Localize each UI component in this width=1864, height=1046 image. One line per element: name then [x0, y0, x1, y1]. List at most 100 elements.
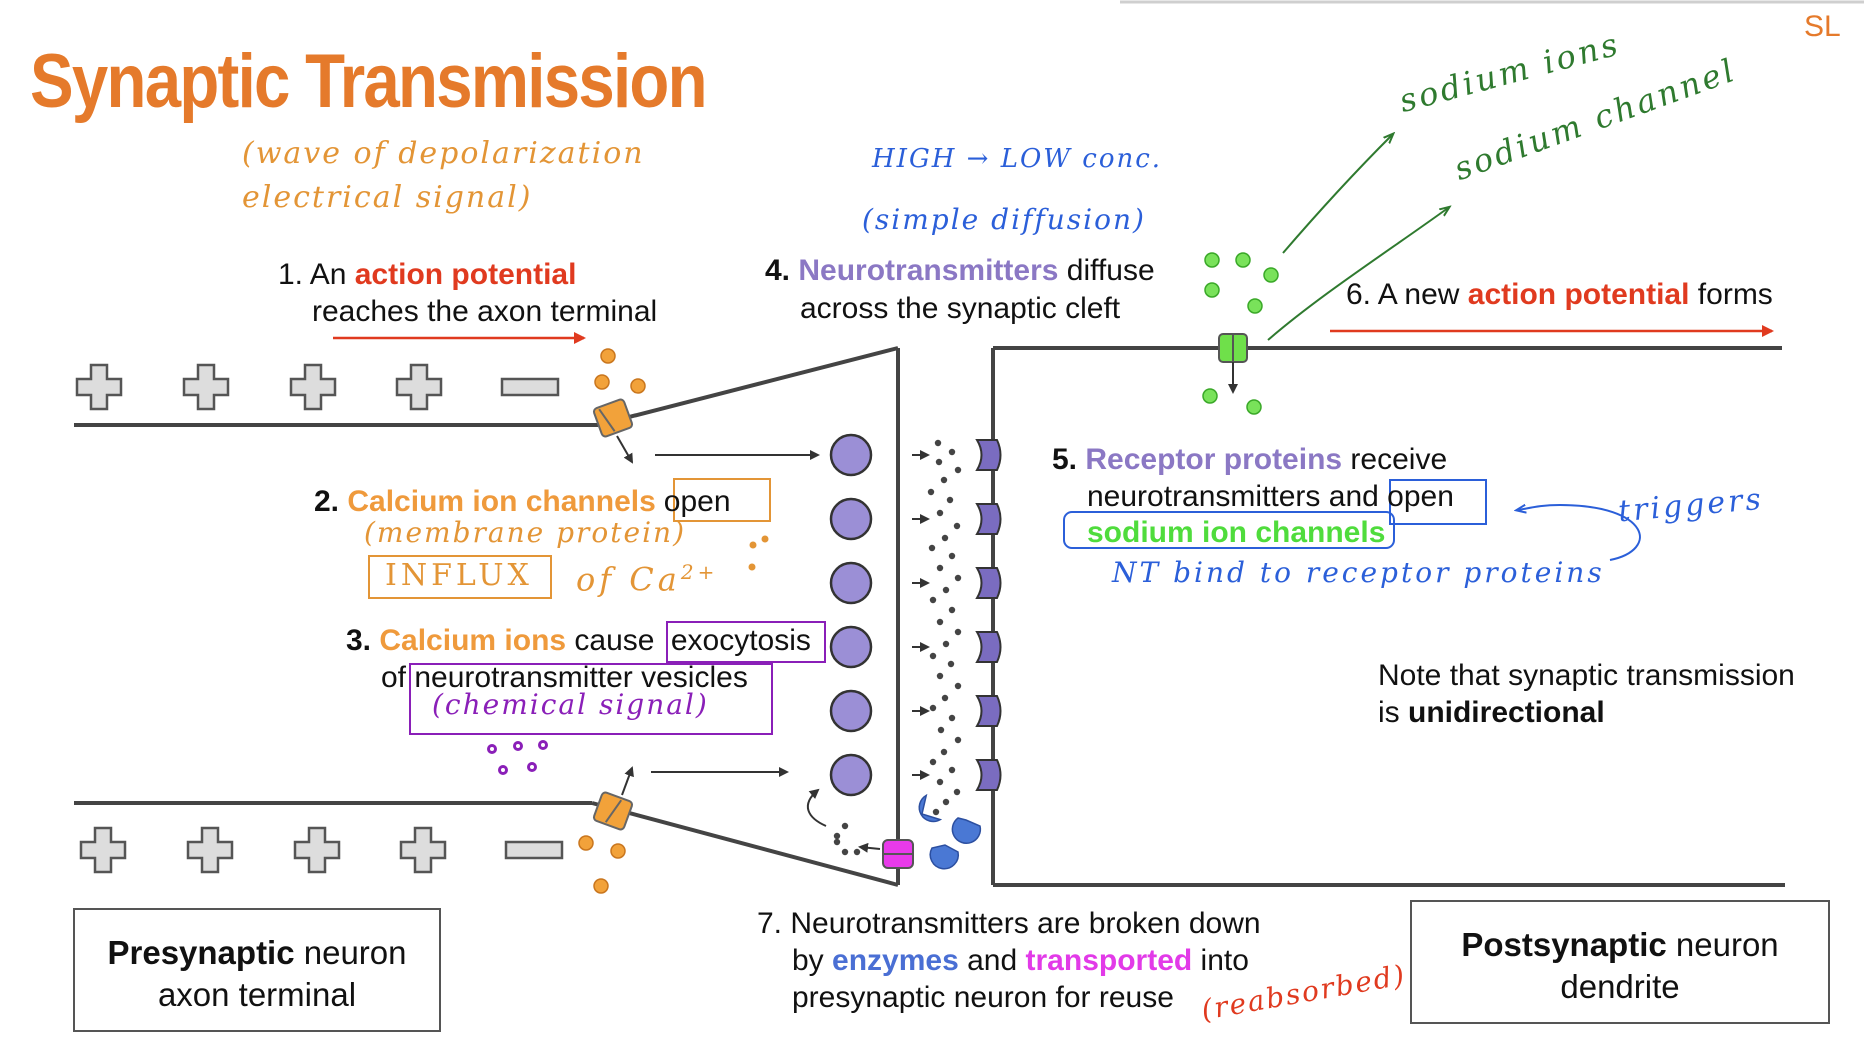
note-ca-charge: 2+: [680, 560, 719, 584]
neurotransmitter-dot: [948, 766, 956, 774]
neurotransmitter-dot: [936, 509, 944, 517]
note-line1: Note that synaptic transmission: [1378, 659, 1795, 692]
step-7-enzymes: enzymes: [832, 944, 959, 977]
step-6-post: forms: [1689, 278, 1773, 311]
plus-charge-top: [75, 363, 123, 411]
chemical-signal-box: [409, 663, 773, 735]
plus-charge-bottom: [186, 826, 234, 874]
minus-charge-bottom: [504, 840, 564, 860]
note-of-ca: of Ca2+: [576, 560, 718, 599]
neurotransmitter-dot: [936, 618, 944, 626]
note-membrane-protein: (membrane protein): [364, 516, 687, 549]
neurotransmitter-dot: [954, 682, 962, 690]
neurotransmitter-dot: [942, 586, 950, 594]
neurotransmitter-dot: [940, 748, 948, 756]
neurotransmitter-dot: [946, 496, 954, 504]
neurotransmitter-dot: [948, 606, 956, 614]
step-3-highlight: Calcium ions: [379, 624, 567, 657]
postsynaptic-label-box: Postsynaptic neuron dendrite: [1410, 900, 1830, 1024]
presynaptic-label-bold: Presynaptic: [107, 934, 295, 971]
neurotransmitter-dot: [929, 596, 937, 604]
step-5-number: 5.: [1052, 443, 1078, 476]
neurotransmitter-dot: [927, 488, 935, 496]
neurotransmitter-dot: [948, 714, 956, 722]
neurotransmitter-dot: [928, 544, 936, 552]
neurotransmitter-dot: [940, 476, 948, 484]
plus-charge-bottom: [79, 826, 127, 874]
postsynaptic-label-rest: neuron: [1666, 926, 1779, 963]
orange-doodle-dots: [748, 535, 769, 571]
neurotransmitter-dot: [929, 652, 937, 660]
postsynaptic-membrane: [991, 346, 1785, 887]
purple-doodle-dots: [487, 740, 548, 775]
step-1-highlight: action potential: [354, 258, 577, 291]
neurotransmitter-dot: [932, 808, 940, 816]
neurotransmitter-dot: [936, 778, 944, 786]
neurotransmitter-dot: [942, 640, 950, 648]
step-6: 6. A new action potential forms: [1346, 276, 1773, 313]
presynaptic-membrane: [74, 346, 900, 887]
step-1-line2: reaches the axon terminal: [312, 295, 658, 328]
transporter-protein: [882, 839, 914, 869]
plus-charge-top: [289, 363, 337, 411]
receptor-proteins: [975, 439, 1002, 791]
presynaptic-label-rest: neuron: [294, 934, 407, 971]
step-5-line2-open: open: [1387, 480, 1454, 513]
presynaptic-label-box: Presynaptic neuron axon terminal: [73, 908, 441, 1032]
note-of-ca-text: of Ca: [576, 560, 681, 599]
reuptake-dots: [833, 822, 861, 856]
plus-charge-top: [395, 363, 443, 411]
note-line2-prefix: is: [1378, 696, 1408, 729]
neurotransmitter-dot: [937, 726, 945, 734]
note-simple-diffusion: (simple diffusion): [862, 203, 1146, 236]
exocytosis-box: [666, 621, 826, 663]
sodium-ions-arrow: [1282, 135, 1392, 254]
enzymes: [918, 793, 982, 870]
neurotransmitter-dot: [929, 704, 937, 712]
note-high-low: HIGH → LOW conc.: [872, 144, 1163, 174]
triggers-arrow: [1518, 505, 1641, 561]
neurotransmitter-dot: [947, 660, 955, 668]
postsynaptic-label-bold: Postsynaptic: [1461, 926, 1667, 963]
calcium-influx-arrow-bottom: [621, 766, 634, 796]
step-2-open: open: [663, 485, 731, 518]
neurotransmitter-dot: [948, 552, 956, 560]
step-5-highlight: Receptor proteins: [1085, 443, 1343, 476]
step-1-prefix: An: [309, 258, 355, 291]
neurotransmitter-dot: [936, 564, 944, 572]
diffusion-arrows: [912, 450, 930, 780]
step-3-mid: cause: [566, 624, 663, 657]
neurotransmitter-dot: [935, 458, 943, 466]
step-3-number: 3.: [346, 624, 372, 657]
step-7-l2-mid: and: [958, 944, 1026, 977]
step-3-line2-text: neurotransmitter vesicles: [414, 661, 748, 694]
neurotransmitter-dot: [954, 466, 962, 474]
neurotransmitter-dot: [954, 628, 962, 636]
step-6-number: 6.: [1346, 278, 1372, 311]
neurotransmitter-molecules: [927, 439, 962, 816]
step-3-line2-prefix: of: [381, 661, 415, 694]
sodium-channel-arrow: [1267, 208, 1448, 341]
step-5: 5. Receptor proteins receive: [1052, 441, 1447, 478]
influx-box: [368, 555, 552, 599]
neurotransmitter-dot: [936, 672, 944, 680]
step-4-line2: across the synaptic cleft: [800, 292, 1121, 325]
neurotransmitter-dot: [954, 574, 962, 582]
step-6-prefix: A new: [1371, 278, 1468, 311]
note-influx: INFLUX: [385, 558, 533, 593]
sodium-channels-box: [1063, 511, 1395, 549]
neurotransmitter-dot: [948, 448, 956, 456]
note-unidirectional: unidirectional: [1408, 696, 1605, 729]
step-4-number: 4.: [765, 254, 791, 287]
postsynaptic-label-line2: dendrite: [1560, 968, 1680, 1005]
note-wave-line1: (wave of depolarization: [242, 136, 645, 171]
step-4-post: diffuse: [1058, 254, 1155, 287]
neurotransmitter-dot: [942, 798, 950, 806]
plus-charge-bottom: [399, 826, 447, 874]
neurotransmitter-dot: [941, 534, 949, 542]
page-title: Synaptic Transmission: [30, 39, 708, 124]
step-4-highlight: Neurotransmitters: [798, 254, 1059, 287]
calcium-influx-arrow-top: [616, 435, 633, 464]
